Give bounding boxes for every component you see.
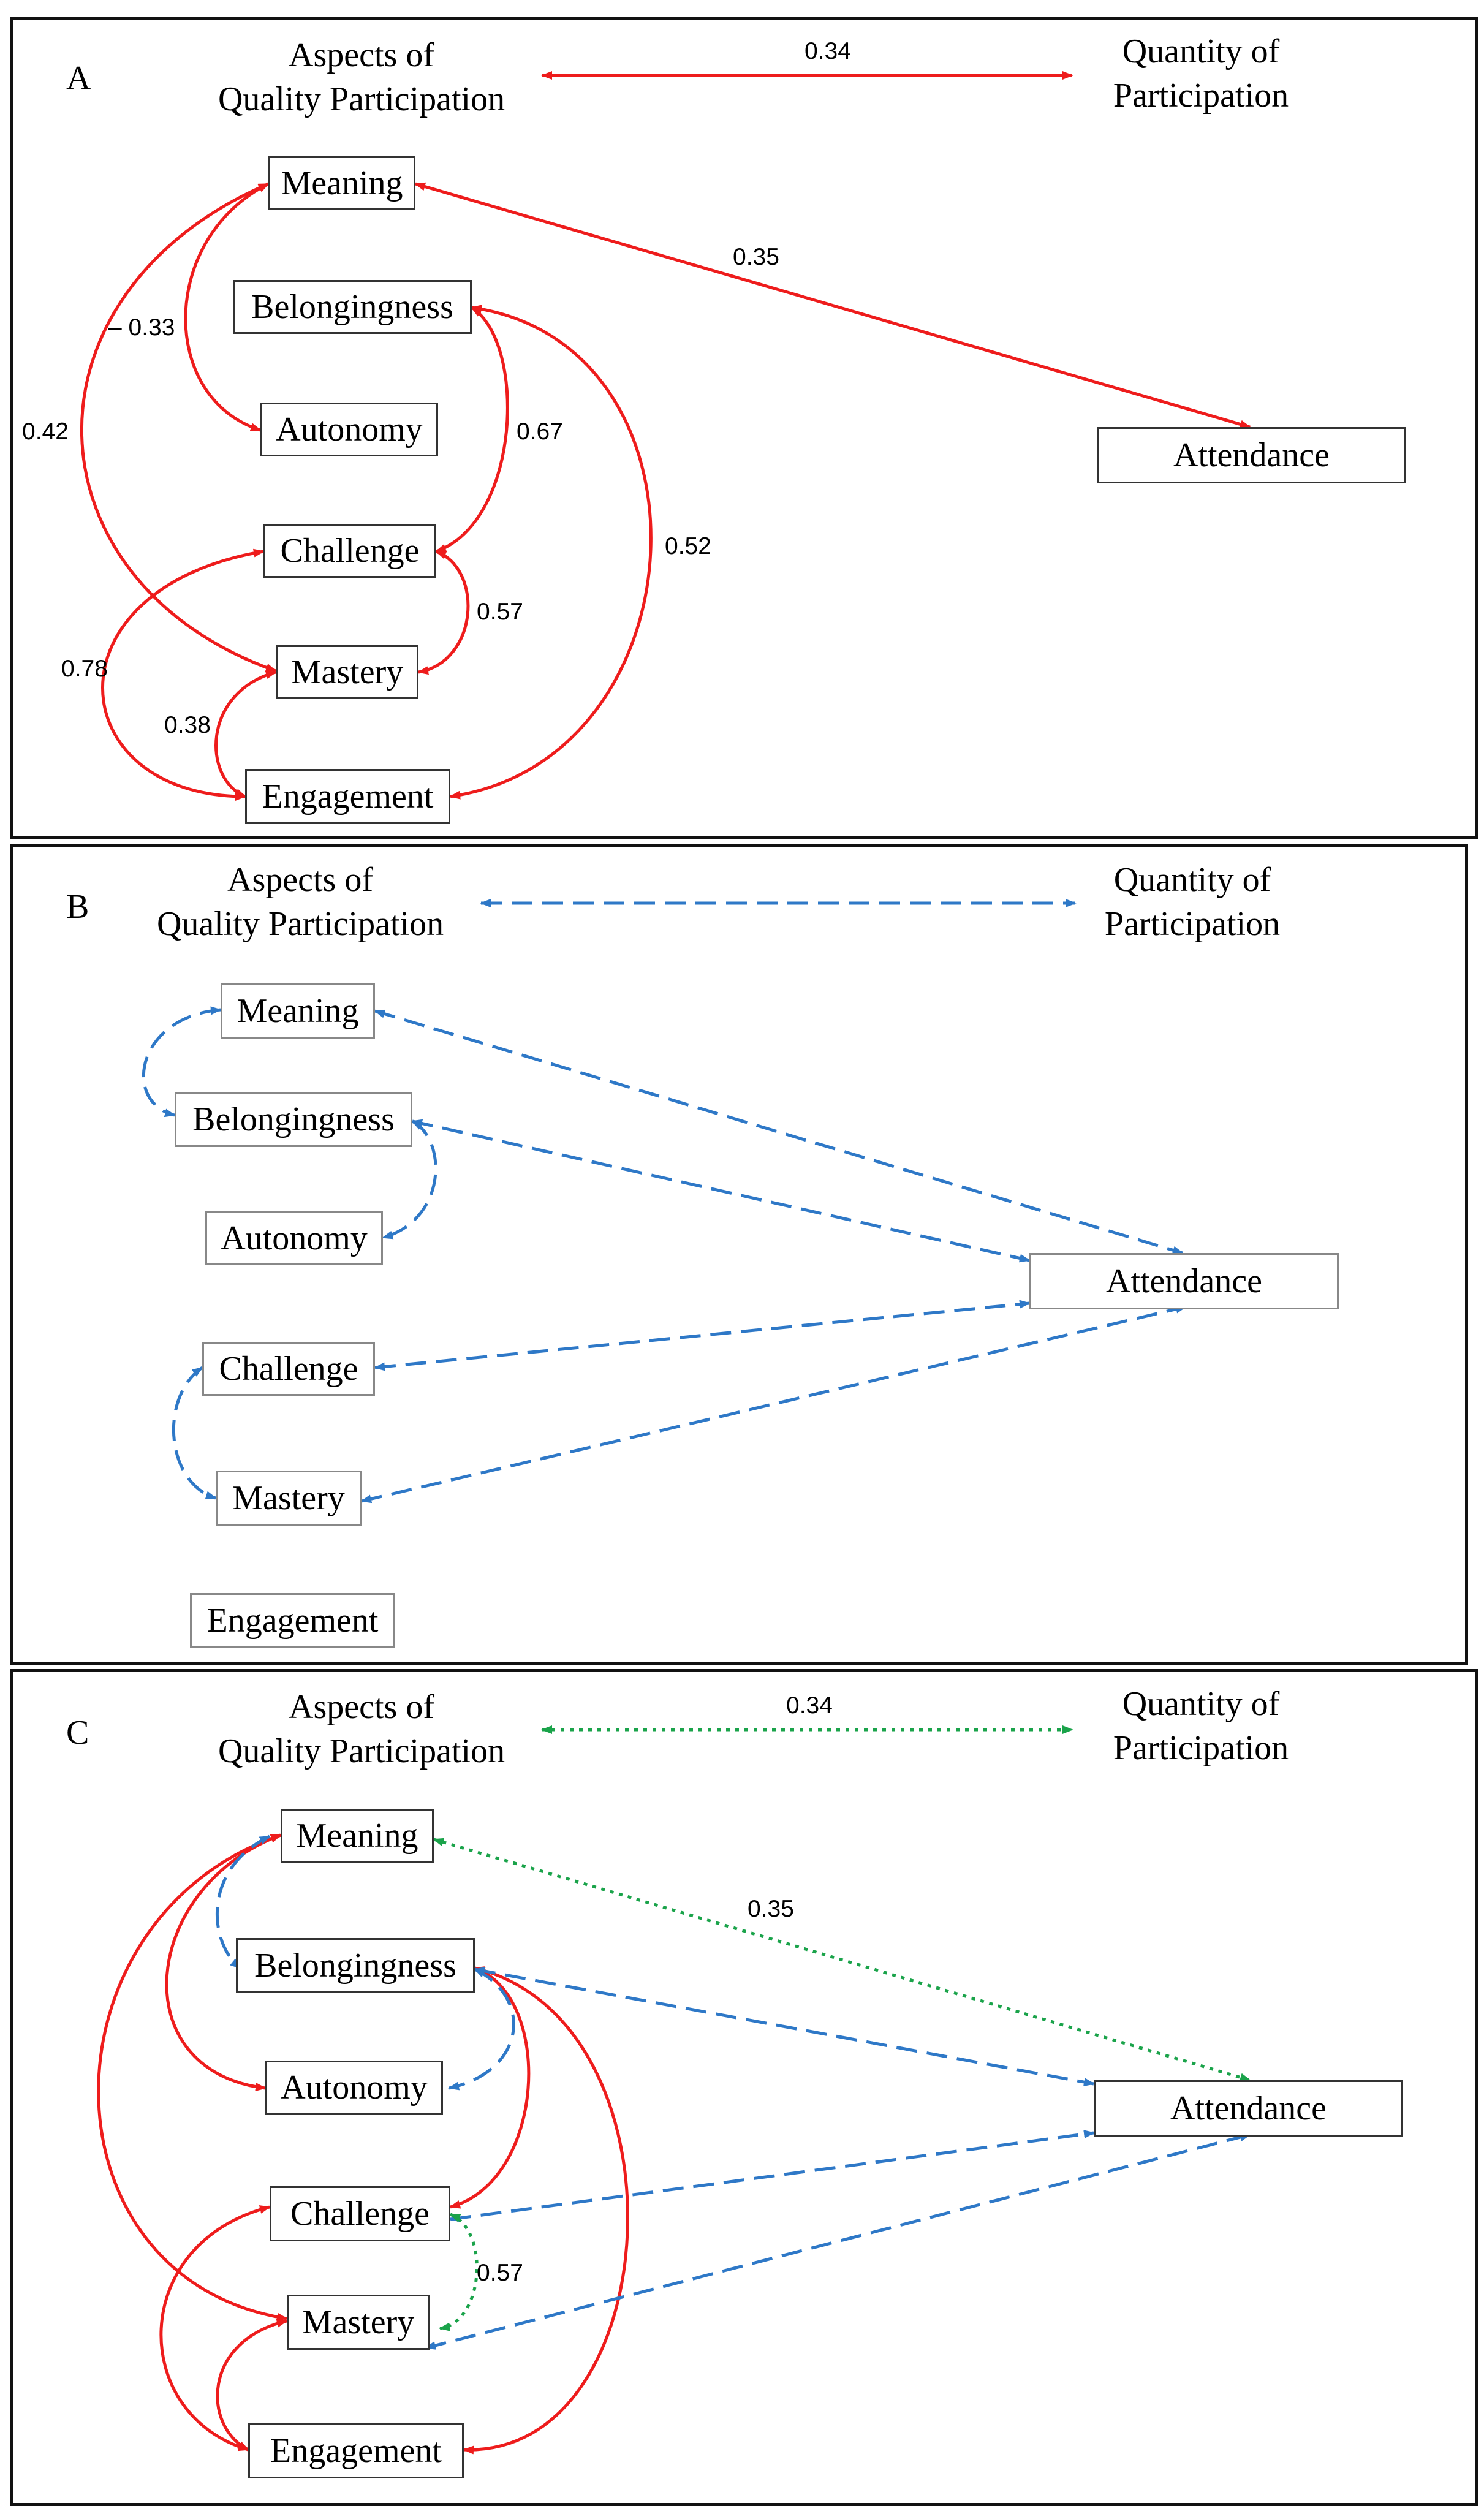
a-node-meaning: Meaning bbox=[268, 156, 415, 210]
b-node-attendance: Attendance bbox=[1029, 1253, 1339, 1309]
quality-header-line2: Quality Participation bbox=[218, 80, 505, 118]
a-edge-challenge-mastery bbox=[417, 550, 470, 675]
a-coef-belongingness-challenge: 0.67 bbox=[517, 418, 563, 445]
quantity-header-line2: Participation bbox=[1113, 77, 1289, 115]
a-node-attendance: Attendance bbox=[1097, 427, 1406, 483]
a-edge-belongingness-engagement bbox=[449, 305, 653, 800]
panel-c-quality-header: Aspects of Quality Participation bbox=[178, 1685, 545, 1773]
c-coef-header: 0.34 bbox=[786, 1692, 833, 1719]
b-node-belongingness: Belongingness bbox=[175, 1092, 412, 1147]
a-node-mastery: Mastery bbox=[276, 645, 418, 699]
c-node-meaning: Meaning bbox=[281, 1809, 434, 1863]
panel-a-letter: A bbox=[66, 59, 91, 97]
a-node-engagement: Engagement bbox=[245, 769, 450, 824]
c-edge-belongingness-challenge bbox=[449, 1966, 531, 2209]
a-coef-mastery-engagement: 0.38 bbox=[164, 712, 211, 738]
c-edge-meaning-autonomy bbox=[165, 1833, 282, 2092]
b-edge-meaning-attendance bbox=[374, 1009, 1184, 1255]
a-node-challenge: Challenge bbox=[263, 524, 436, 578]
panel-b-letter: B bbox=[66, 888, 89, 926]
c-node-engagement: Engagement bbox=[248, 2423, 464, 2478]
b-node-mastery: Mastery bbox=[216, 1471, 362, 1526]
b-edge-belongingness-attendance bbox=[411, 1119, 1031, 1263]
a-node-belongingness: Belongingness bbox=[233, 280, 472, 334]
a-edge-belongingness-challenge bbox=[435, 306, 509, 553]
quantity-header-line2: Participation bbox=[1104, 905, 1281, 943]
c-edge-meaning-attendance bbox=[433, 1838, 1251, 2082]
b-edge-mastery-attendance bbox=[360, 1304, 1187, 1504]
b-node-engagement: Engagement bbox=[190, 1593, 395, 1648]
quantity-header-line1: Quantity of bbox=[1122, 1685, 1280, 1723]
b-edge-meaning-belongingness bbox=[142, 1006, 222, 1118]
panel-a-quantity-header: Quantity of Participation bbox=[1078, 29, 1323, 118]
a-coef-belongingness-engagement: 0.52 bbox=[665, 533, 711, 559]
panel-c-letter: C bbox=[66, 1714, 89, 1752]
c-edge-meaning-mastery bbox=[97, 1833, 288, 2322]
a-edge-meaning-autonomy bbox=[184, 182, 270, 432]
panel-c-quantity-header: Quantity of Participation bbox=[1078, 1682, 1323, 1770]
panel-a-quality-header: Aspects of Quality Participation bbox=[178, 33, 545, 121]
a-coef-challenge-engagement: 0.78 bbox=[61, 656, 108, 682]
b-edge-challenge-mastery bbox=[172, 1366, 217, 1500]
a-edge-meaning-attendance bbox=[414, 182, 1251, 429]
a-coef-meaning-mastery: 0.42 bbox=[22, 418, 69, 445]
c-edge-mastery-attendance bbox=[425, 2133, 1251, 2350]
c-node-challenge: Challenge bbox=[270, 2186, 450, 2241]
c-node-attendance: Attendance bbox=[1094, 2080, 1403, 2137]
c-edge-challenge-engagement bbox=[159, 2205, 271, 2452]
c-coef-challenge-mastery: 0.57 bbox=[477, 2260, 523, 2286]
quality-header-line1: Aspects of bbox=[227, 861, 373, 899]
panel-b-quality-header: Aspects of Quality Participation bbox=[116, 858, 484, 946]
a-edge-mastery-engagement bbox=[214, 670, 277, 798]
a-edge-challenge-engagement bbox=[101, 548, 265, 801]
b-node-meaning: Meaning bbox=[221, 983, 375, 1039]
quality-header-line1: Aspects of bbox=[289, 1688, 434, 1726]
b-node-challenge: Challenge bbox=[202, 1342, 375, 1396]
quality-header-line2: Quality Participation bbox=[218, 1732, 505, 1770]
panel-b-quantity-header: Quantity of Participation bbox=[1070, 858, 1315, 946]
c-node-autonomy: Autonomy bbox=[265, 2061, 443, 2115]
quality-header-line1: Aspects of bbox=[289, 36, 434, 74]
a-coef-meaning-attendance: 0.35 bbox=[733, 244, 779, 270]
c-node-belongingness: Belongingness bbox=[236, 1938, 475, 1993]
c-node-mastery: Mastery bbox=[287, 2295, 430, 2350]
c-edge-meaning-belongingness bbox=[215, 1834, 271, 1969]
c-edge-belongingness-engagement bbox=[463, 1966, 629, 2455]
a-coef-header: 0.34 bbox=[804, 38, 851, 64]
quality-header-line2: Quality Participation bbox=[156, 905, 444, 943]
c-coef-meaning-attendance: 0.35 bbox=[748, 1896, 794, 1922]
a-coef-challenge-mastery: 0.57 bbox=[477, 599, 523, 625]
a-coef-meaning-autonomy: – 0.33 bbox=[108, 314, 175, 341]
quantity-header-line1: Quantity of bbox=[1122, 32, 1280, 70]
quantity-header-line2: Participation bbox=[1113, 1729, 1289, 1767]
b-edge-challenge-attendance bbox=[374, 1300, 1031, 1371]
b-node-autonomy: Autonomy bbox=[205, 1211, 383, 1265]
c-edge-mastery-engagement bbox=[216, 2319, 288, 2452]
quantity-header-line1: Quantity of bbox=[1113, 861, 1271, 899]
a-edge-meaning-mastery bbox=[80, 182, 277, 673]
c-edge-challenge-attendance bbox=[449, 2130, 1095, 2222]
a-node-autonomy: Autonomy bbox=[260, 403, 438, 456]
